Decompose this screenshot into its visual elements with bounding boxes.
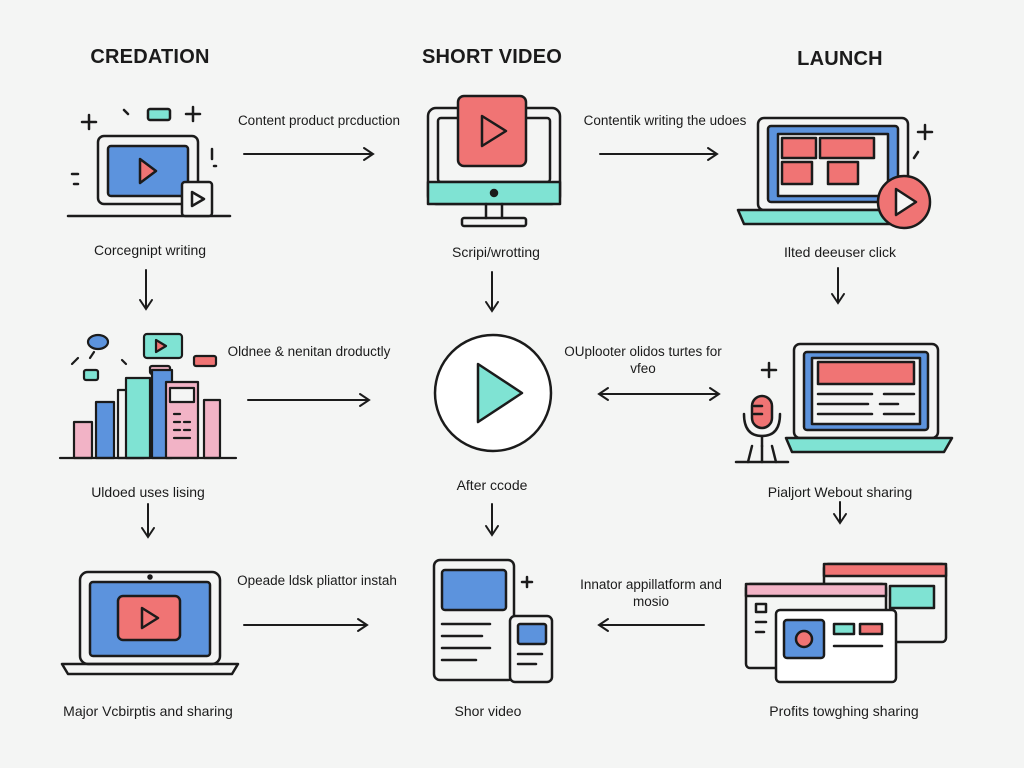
arrow-right-icon: [599, 147, 719, 161]
edge-e4-label: OUplooter olidos turtes for vfeo: [564, 344, 722, 376]
edge-e5-label: Opeade ldsk pliattor instah: [237, 573, 397, 588]
arrow-right-icon: [243, 147, 375, 161]
browser-windows-icon: [742, 562, 950, 688]
arrow-down-icon: [139, 269, 153, 311]
arrow-down-icon: [831, 267, 845, 305]
arrow-down-icon: [141, 503, 155, 539]
node-r2c1-label: Uldoed uses lising: [91, 484, 205, 500]
edge-e1-label: Content product prcduction: [237, 113, 401, 128]
heading-creation: CREDATION: [90, 46, 210, 68]
arrow-right-icon: [247, 393, 371, 407]
arrow-bidirectional-icon: [597, 387, 721, 401]
node-r3c3-label: Profits towghing sharing: [769, 703, 919, 719]
node-r3c1-label: Major Vcbirptis and sharing: [63, 703, 233, 719]
arrow-down-icon: [485, 503, 499, 537]
edge-e2-label: Contentik writing the udoes: [583, 113, 747, 128]
node-r2c3-label: Pialjort Webout sharing: [767, 484, 913, 500]
edge-e6-label: Innator appillatform and mosio: [580, 577, 722, 609]
node-r3c2-label: Shor video: [454, 703, 522, 719]
arrow-right-icon: [243, 618, 369, 632]
edge-e3-label: Oldnee & nenitan droductly: [227, 344, 391, 359]
arrow-down-icon: [485, 271, 499, 313]
laptop-browser-icon: [736, 112, 946, 232]
node-r1c3-label: Ilted deeuser click: [783, 244, 897, 260]
arrow-down-icon: [833, 501, 847, 525]
mobile-layout-icon: [432, 558, 562, 684]
laptop-microphone-icon: [728, 340, 954, 466]
monitor-play-icon: [424, 94, 564, 234]
node-r1c2-label: Scripi/wrotting: [452, 244, 540, 260]
heading-launch: LAUNCH: [797, 48, 883, 70]
node-r1c1-label: Corcegnipt writing: [93, 242, 207, 258]
laptop-play-icon: [64, 104, 234, 224]
analytics-city-icon: [58, 330, 240, 464]
laptop-video-icon: [60, 570, 240, 678]
heading-short-video: SHORT VIDEO: [422, 46, 562, 68]
play-button-icon[interactable]: [432, 332, 554, 454]
node-r2c2-label: After ccode: [456, 477, 528, 493]
arrow-left-icon: [597, 618, 705, 632]
